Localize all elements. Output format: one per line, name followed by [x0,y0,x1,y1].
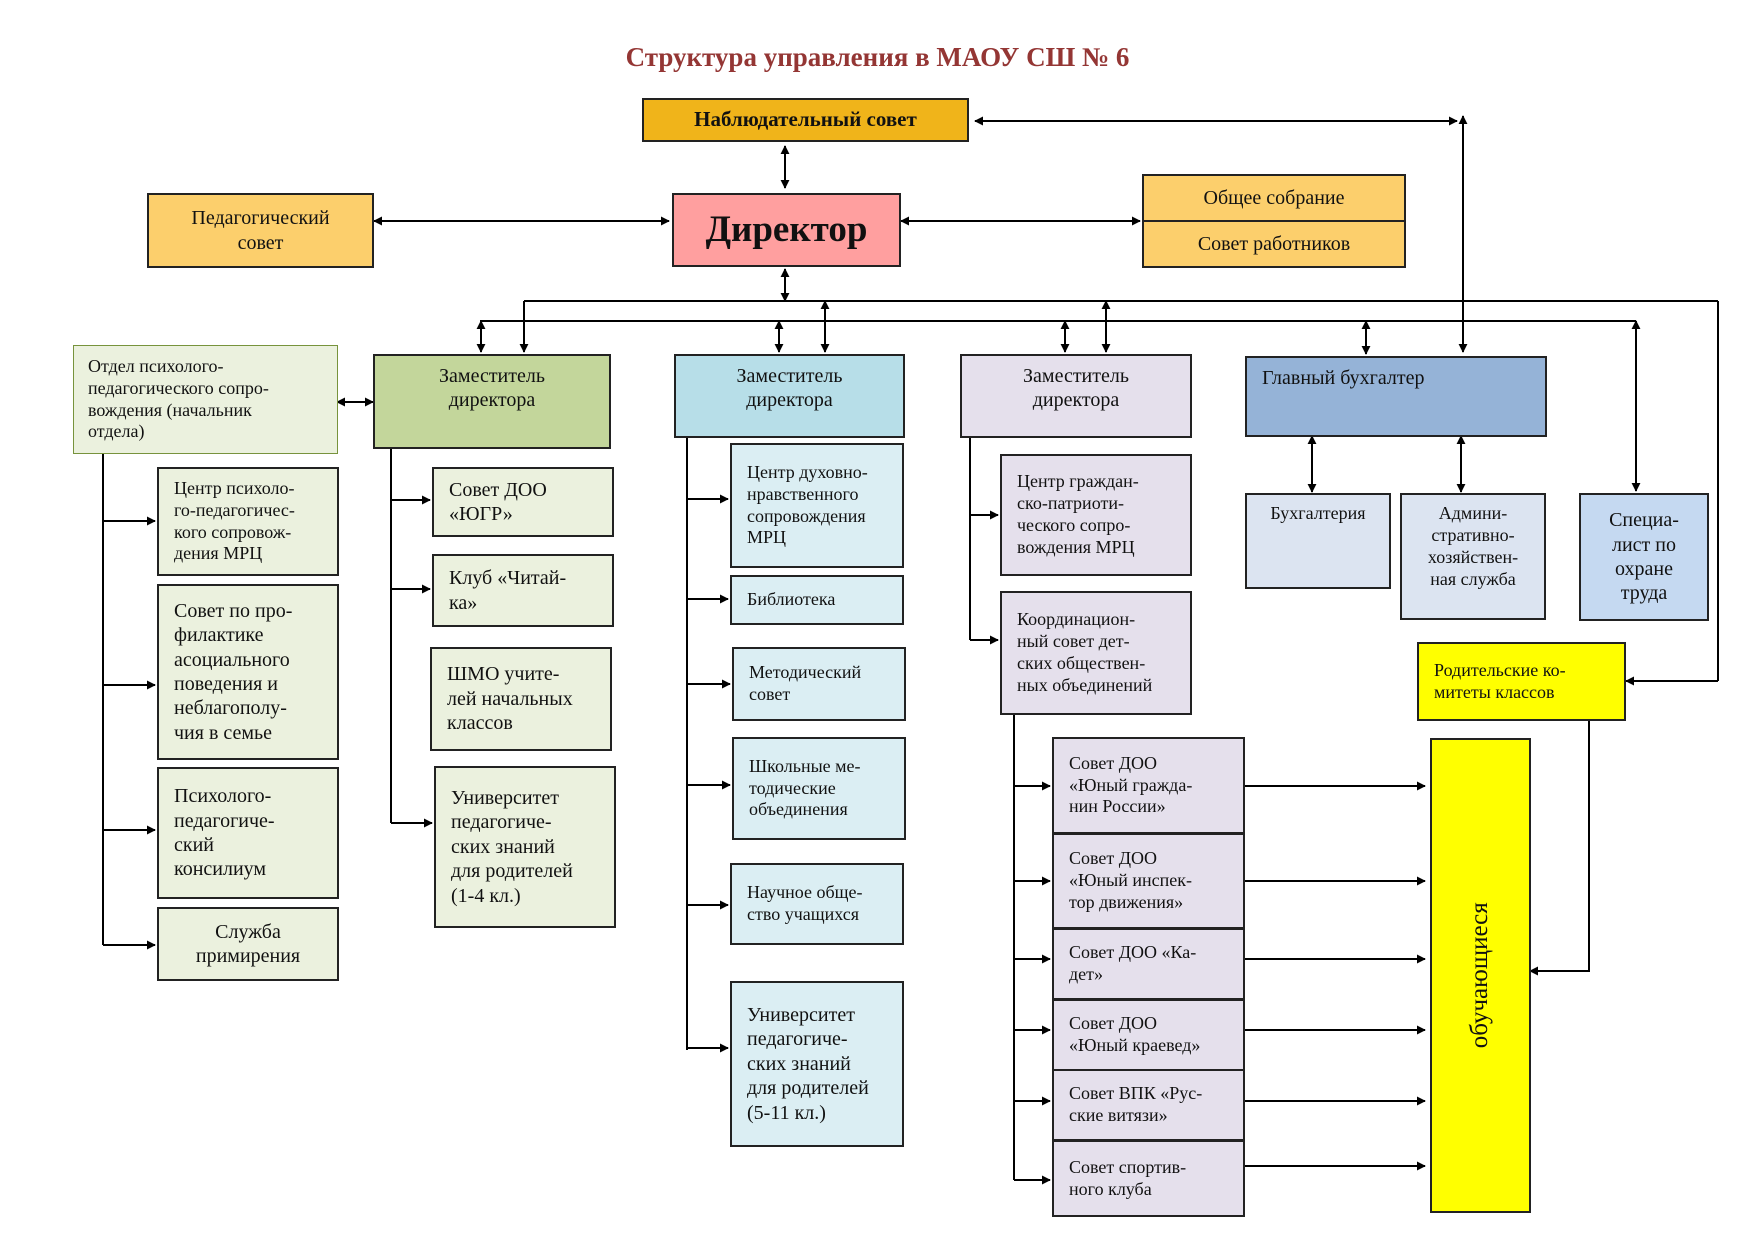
box-sovet-profilaktiki[interactable]: Совет по про- филактике асоциального пов… [157,584,339,760]
box-doo-kraeved[interactable]: Совет ДОО «Юный краевед» [1052,999,1245,1071]
box-admin-hoz-sluzhba[interactable]: Админи- стративно- хозяйствен- ная служб… [1400,493,1546,620]
box-director[interactable]: Директор [672,193,901,267]
box-obuchayushchiesya[interactable]: обучающиеся [1430,738,1531,1213]
box-nauchnoe-obshchestvo[interactable]: Научное обще- ство учащихся [730,863,904,945]
box-shkolnye-mo[interactable]: Школьные ме- тодические объединения [732,737,906,840]
box-zam-3[interactable]: Заместитель директора [960,354,1192,438]
box-doo-grazhdanin[interactable]: Совет ДОО «Юный гражда- нин России» [1052,737,1245,834]
box-sportivny-klub[interactable]: Совет спортив- ного клуба [1052,1140,1245,1217]
obuchayushchiesya-label: обучающиеся [1466,902,1494,1049]
box-koordinacionny-sovet[interactable]: Координацион- ный совет дет- ских общест… [1000,591,1192,715]
box-universitet-5-11[interactable]: Университет педагогиче- ских знаний для … [730,981,904,1147]
box-doo-yugr[interactable]: Совет ДОО «ЮГР» [432,467,614,537]
box-centr-psy[interactable]: Центр психоло- го-педагогичес- кого сопр… [157,467,339,576]
box-glavny-buhgalter[interactable]: Главный бухгалтер [1245,356,1547,437]
diagram-title: Структура управления в МАОУ СШ № 6 [625,42,1130,72]
box-specialist-ohrana-truda[interactable]: Специа- лист по охране труда [1579,493,1709,621]
box-zam-2[interactable]: Заместитель директора [674,354,905,438]
box-shmo-nachalnye[interactable]: ШМО учите- лей начальных классов [430,647,612,751]
box-obshchee-sobranie[interactable]: Общее собрание [1142,174,1406,222]
box-universitet-1-4[interactable]: Университет педагогиче- ских знаний для … [434,766,616,928]
box-centr-grazhdansko[interactable]: Центр граждан- ско-патриоти- ческого соп… [1000,454,1192,576]
box-vpk-vityazi[interactable]: Совет ВПК «Рус- ские витязи» [1052,1069,1245,1141]
box-centr-duhovno[interactable]: Центр духовно- нравственного сопровожден… [730,443,904,568]
box-konsilium[interactable]: Психолого- педагогиче- ский консилиум [157,767,339,899]
box-otdel-psy[interactable]: Отдел психолого- педагогического сопро- … [73,345,338,454]
box-pedsovet[interactable]: Педагогический совет [147,193,374,268]
box-metodichesky-sovet[interactable]: Методический совет [732,647,906,721]
box-doo-inspektor[interactable]: Совет ДОО «Юный инспек- тор движения» [1052,833,1245,929]
box-buhgalteriya[interactable]: Бухгалтерия [1245,493,1391,589]
box-roditelskie-komitety[interactable]: Родительские ко- митеты классов [1417,642,1626,721]
box-sovet-rabotnikov[interactable]: Совет работников [1142,220,1406,268]
box-klub-chitayka[interactable]: Клуб «Читай- ка» [432,554,614,627]
box-doo-kadet[interactable]: Совет ДОО «Ка- дет» [1052,928,1245,1000]
box-nablyudatelny-sovet[interactable]: Наблюдательный совет [642,98,969,142]
box-zam-1[interactable]: Заместитель директора [373,354,611,449]
box-biblioteka[interactable]: Библиотека [730,575,904,625]
box-sluzhba-primireniya[interactable]: Служба примирения [157,907,339,981]
